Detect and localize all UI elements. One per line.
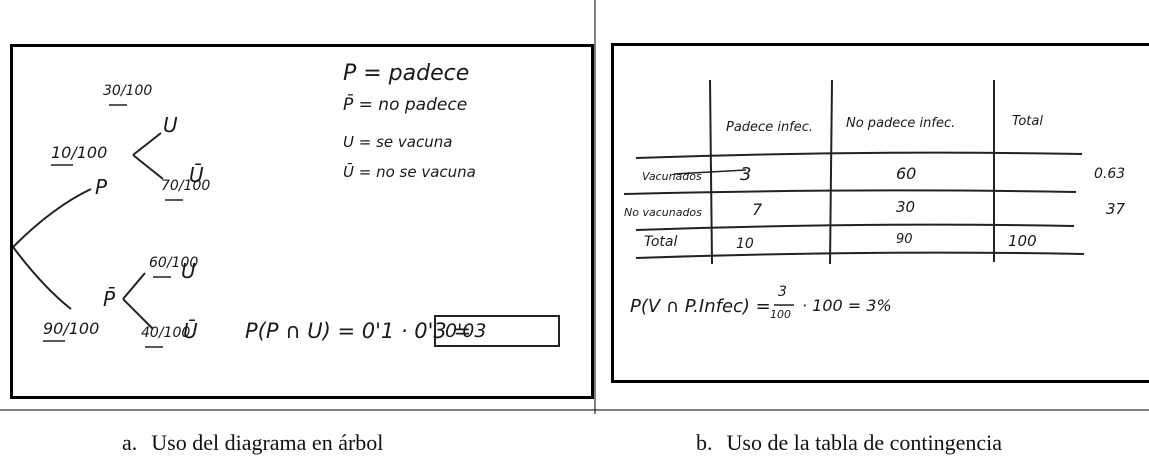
cell-vac-padece: 3 (740, 164, 752, 185)
row-label-vacunados: Vacunados (642, 170, 702, 183)
fraction-not-p: 90/100 (43, 319, 100, 338)
node-not-u-2: Ū (183, 319, 198, 343)
fraction-p-not-u: 70/100 (161, 178, 211, 194)
caption-b-number: b. (696, 430, 713, 455)
cell-vac-no-padece: 60 (896, 164, 917, 183)
table-formula-left: P(V ∩ P.Infec) = (630, 296, 771, 317)
tree-diagram-panel: 10/100 90/100 30/100 70/100 60/100 40/10… (10, 44, 594, 399)
row-label-total: Total (644, 234, 678, 250)
tree-branches (13, 104, 560, 348)
contingency-table-panel: Padece infec. No padece infec. Total Vac… (611, 43, 1149, 383)
fraction-p-u: 30/100 (103, 83, 153, 99)
caption-a-number: a. (122, 430, 138, 455)
node-u-1: U (163, 113, 178, 137)
caption-a-text: Uso del diagrama en árbol (151, 430, 384, 455)
caption-a: a. Uso del diagrama en árbol (122, 430, 383, 456)
table-grid (623, 79, 1085, 306)
node-p: P (95, 175, 108, 199)
table-formula-right: · 100 = 3% (802, 296, 892, 315)
node-u-2: U (181, 259, 196, 283)
node-not-u-1: Ū (189, 163, 204, 187)
caption-b-text: Uso de la tabla de contingencia (726, 430, 1003, 455)
legend-line-1: P = padece (343, 61, 470, 86)
probability-result: 0'03 (445, 320, 487, 342)
cell-novac-padece: 7 (752, 200, 763, 219)
cell-total-total: 100 (1008, 232, 1037, 250)
cell-total-no-padece: 90 (896, 232, 913, 247)
node-not-p: P̄ (103, 287, 116, 311)
col-header-2: No padece infec. (846, 116, 956, 131)
result-box (434, 315, 560, 347)
legend-line-3: U = se vacuna (343, 133, 453, 151)
col-header-1: Padece infec. (726, 120, 814, 135)
table-formula-numerator: 3 (778, 284, 787, 300)
fraction-notp-u: 60/100 (149, 255, 199, 271)
cell-vac-total: 0.63 (1094, 166, 1126, 182)
caption-b: b. Uso de la tabla de contingencia (696, 430, 1002, 456)
legend-line-4: Ū = no se vacuna (343, 163, 476, 181)
fraction-p: 10/100 (51, 143, 108, 162)
cell-novac-total: 37 (1106, 200, 1126, 218)
cell-novac-no-padece: 30 (896, 198, 916, 216)
legend-line-2: P̄ = no padece (343, 95, 468, 115)
col-header-3: Total (1012, 114, 1043, 129)
fraction-notp-not-u: 40/100 (141, 325, 191, 341)
table-formula-denominator: 100 (770, 308, 791, 321)
probability-formula: P(P ∩ U) = 0'1 · 0'3 = (245, 319, 472, 343)
row-label-no-vacunados: No vacunados (624, 206, 702, 219)
cell-total-padece: 10 (736, 236, 754, 252)
